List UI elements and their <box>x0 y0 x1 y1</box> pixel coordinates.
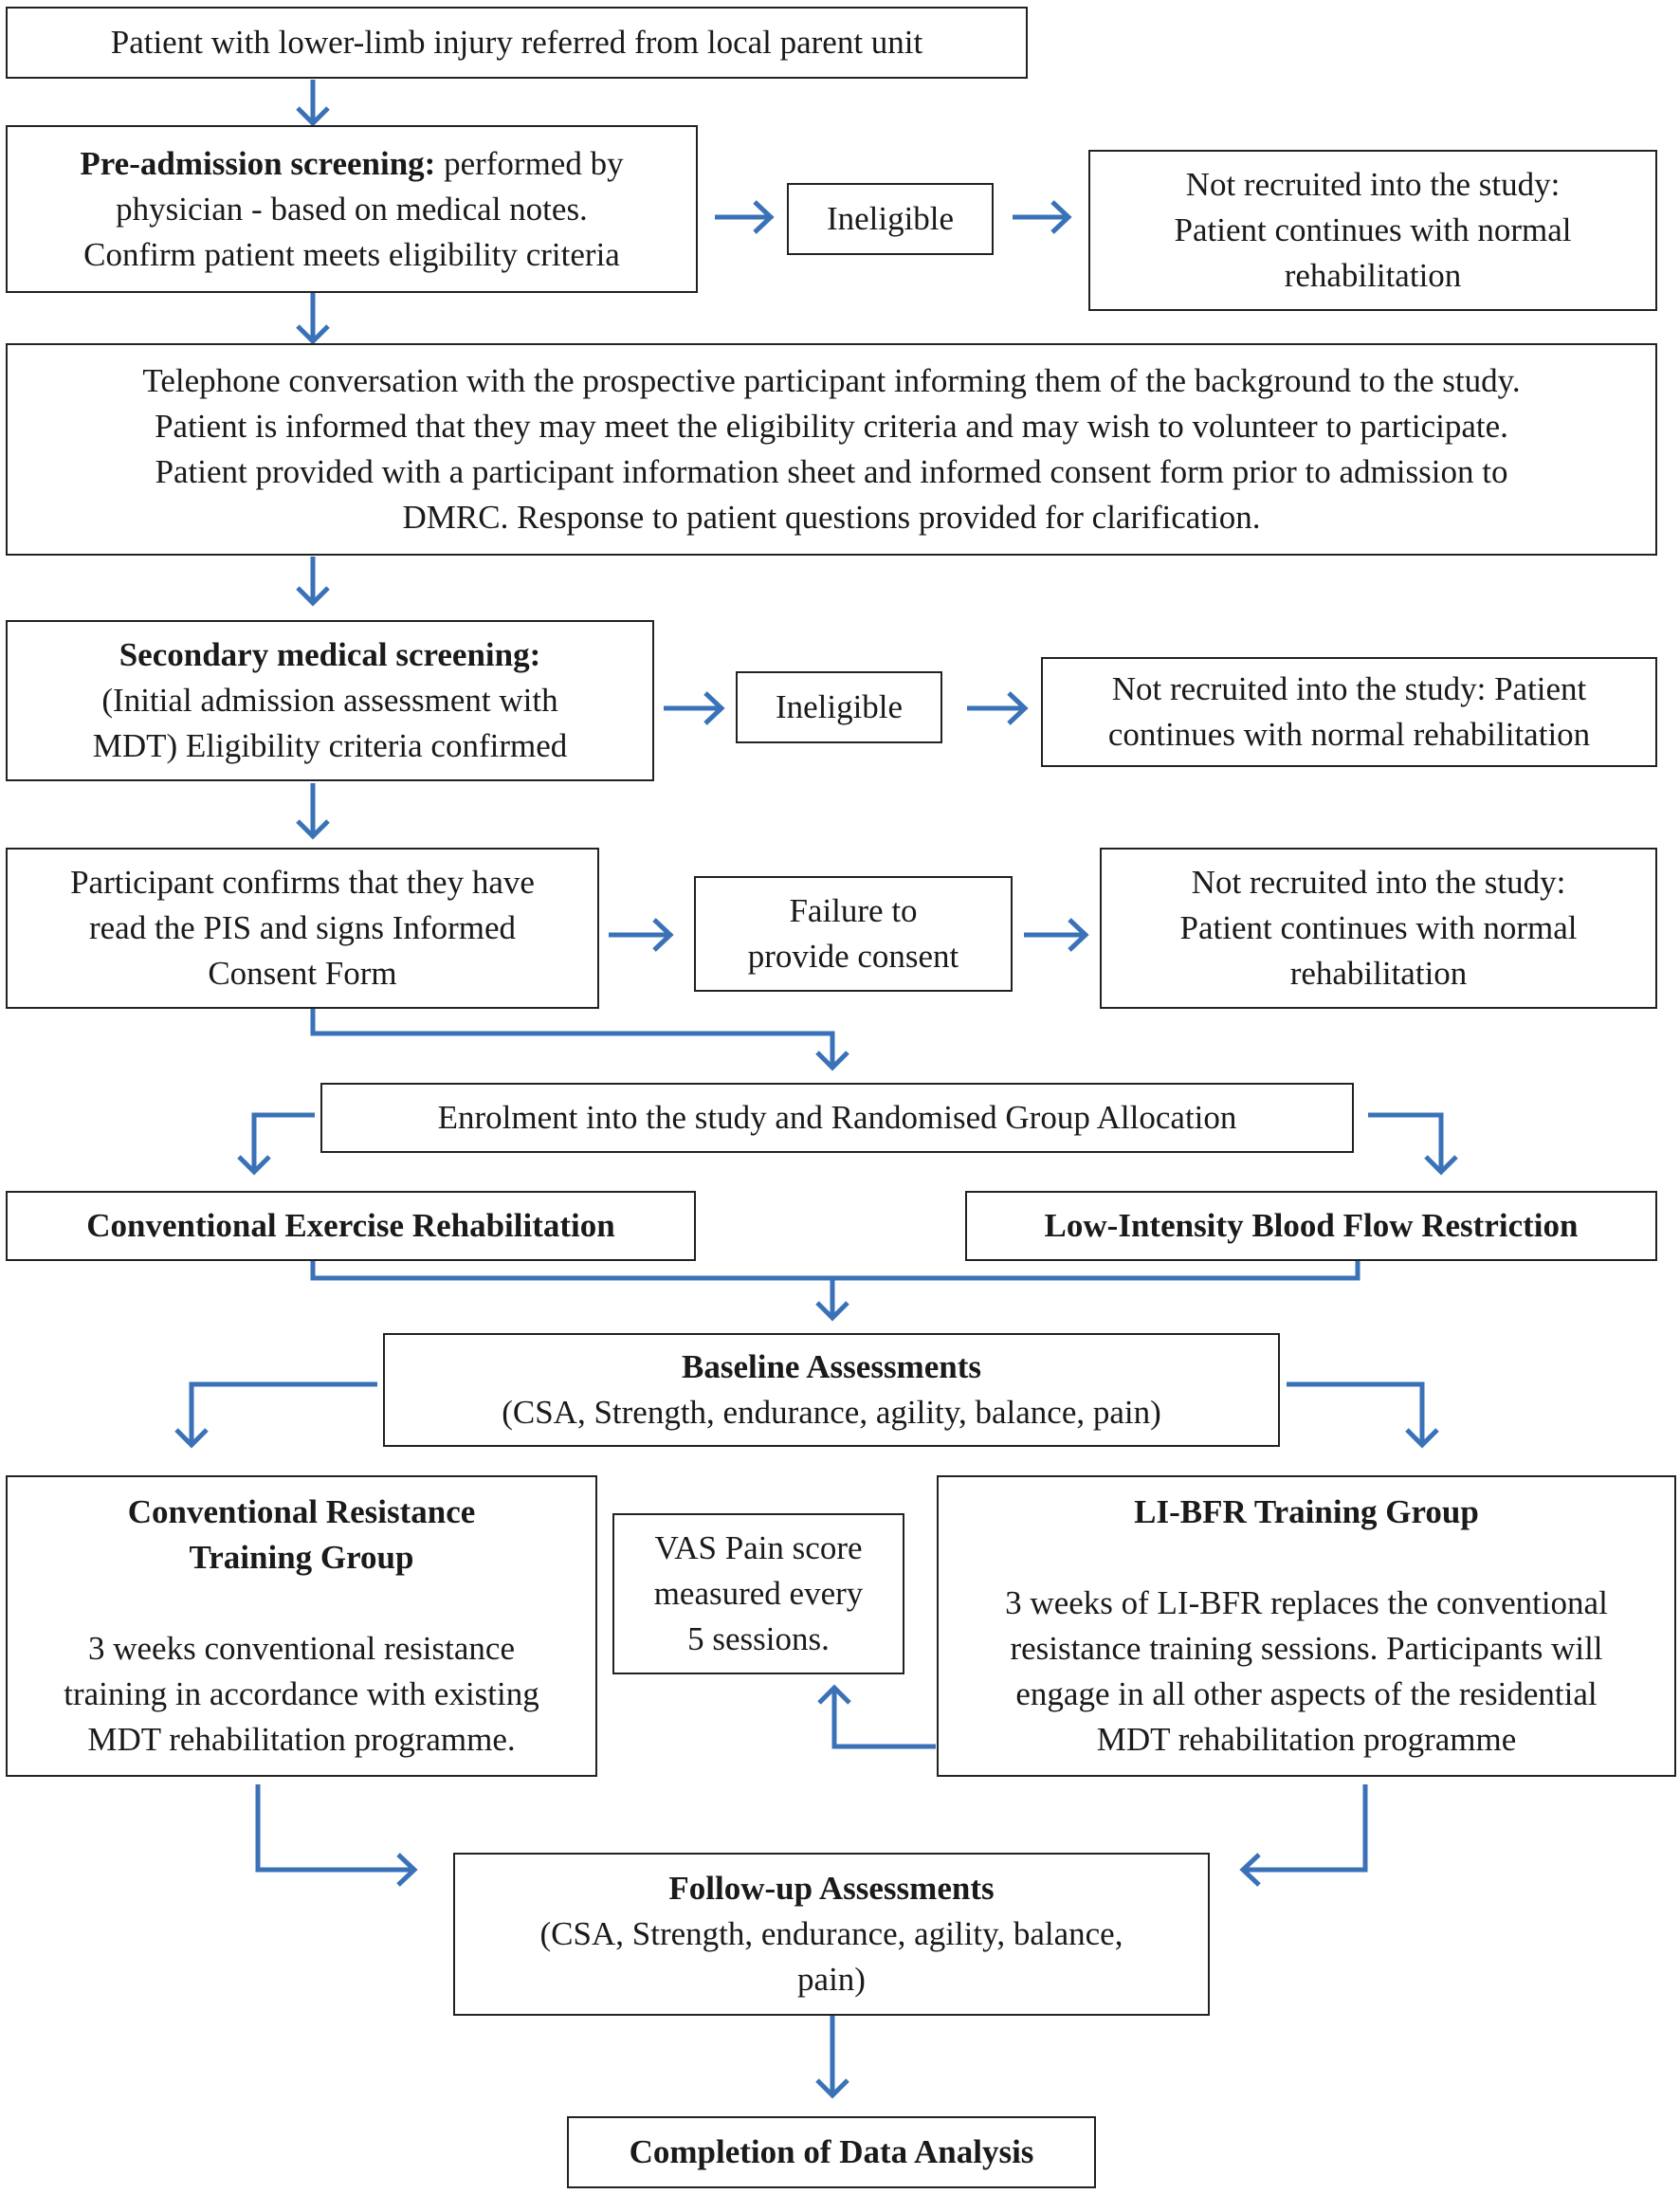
consent-box: Participant confirms that they have read… <box>6 848 599 1009</box>
referral-text: Patient with lower-limb injury referred … <box>110 24 923 61</box>
enrolment-label: Enrolment into the study and Randomised … <box>437 1099 1237 1136</box>
not-recruited-2-line-1: Not recruited into the study: Patient <box>1111 670 1587 707</box>
pre-admission-line-3: Confirm patient meets eligibility criter… <box>83 235 620 273</box>
conventional-group-heading-1: Conventional Resistance <box>127 1493 476 1530</box>
vas-line-3: 5 sessions. <box>687 1620 830 1657</box>
secondary-heading: Secondary medical screening: <box>119 636 541 673</box>
arrow-enrolment-to-conventional <box>251 1112 315 1170</box>
not-recruited-box-3: Not recruited into the study: Patient co… <box>1100 848 1657 1009</box>
not-recruited-1-line-2: Patient continues with normal <box>1174 211 1572 248</box>
secondary-screening-box: Secondary medical screening: (Initial ad… <box>6 620 654 781</box>
baseline-heading: Baseline Assessments <box>682 1348 981 1385</box>
arrow-baseline-to-libfr-group <box>1287 1381 1425 1443</box>
pre-admission-line-1: Pre-admission screening: performed by <box>80 141 623 187</box>
consent-line-1: Participant confirms that they have <box>70 864 535 901</box>
not-recruited-1-line-3: rehabilitation <box>1284 257 1462 294</box>
not-recruited-1-line-1: Not recruited into the study: <box>1185 166 1561 203</box>
ineligible-label-1: Ineligible <box>826 200 955 237</box>
arrow-enrolment-to-libfr <box>1368 1112 1444 1170</box>
failure-line-1: Failure to <box>789 892 918 929</box>
referral-box: Patient with lower-limb injury referred … <box>6 7 1028 79</box>
arrow-libfr-to-vas <box>831 1690 936 1749</box>
libfr-group-line-3: engage in all other aspects of the resid… <box>1015 1675 1598 1712</box>
vas-line-1: VAS Pain score <box>654 1529 863 1566</box>
telephone-line-3: Patient provided with a participant info… <box>155 453 1508 490</box>
not-recruited-2-line-2: continues with normal rehabilitation <box>1107 716 1591 753</box>
followup-line-1: (CSA, Strength, endurance, agility, bala… <box>539 1915 1123 1952</box>
arrow-baseline-to-conventional-group <box>189 1381 377 1443</box>
ineligible-box-2: Ineligible <box>736 671 942 743</box>
libfr-group-heading: LI-BFR Training Group <box>1134 1493 1479 1530</box>
secondary-line-1: (Initial admission assessment with <box>101 682 558 719</box>
conventional-group-line-2: training in accordance with existing <box>64 1675 539 1712</box>
arrow-arms-to-baseline <box>310 1261 1360 1316</box>
not-recruited-3-line-2: Patient continues with normal <box>1179 909 1578 946</box>
followup-assessments-box: Follow-up Assessments (CSA, Strength, en… <box>453 1853 1210 2016</box>
not-recruited-box-2: Not recruited into the study: Patient co… <box>1041 657 1657 767</box>
consent-line-2: read the PIS and signs Informed <box>88 909 517 946</box>
telephone-conversation-box: Telephone conversation with the prospect… <box>6 343 1657 556</box>
not-recruited-box-1: Not recruited into the study: Patient co… <box>1088 150 1657 311</box>
libfr-group-line-4: MDT rehabilitation programme <box>1096 1721 1517 1758</box>
arrow-libfr-to-followup <box>1244 1784 1368 1873</box>
ineligible-box-1: Ineligible <box>787 183 994 255</box>
vas-line-2: measured every <box>653 1575 864 1612</box>
telephone-line-1: Telephone conversation with the prospect… <box>142 362 1521 399</box>
pre-admission-screening-box: Pre-admission screening: performed by ph… <box>6 125 698 293</box>
arrow-consent-to-enrolment <box>310 1009 835 1066</box>
baseline-line-1: (CSA, Strength, endurance, agility, bala… <box>502 1394 1161 1431</box>
ineligible-label-2: Ineligible <box>775 688 904 725</box>
arrow-conventional-to-followup <box>255 1784 413 1873</box>
completion-box: Completion of Data Analysis <box>567 2116 1096 2188</box>
conventional-group-line-1: 3 weeks conventional resistance <box>88 1630 515 1667</box>
failure-line-2: provide consent <box>747 938 959 975</box>
vas-pain-score-box: VAS Pain score measured every 5 sessions… <box>612 1513 904 1674</box>
pre-admission-line-1-rest: performed by <box>435 144 624 182</box>
libfr-group-line-1: 3 weeks of LI-BFR replaces the conventio… <box>1005 1584 1608 1621</box>
libfr-group-box: LI-BFR Training Group 3 weeks of LI-BFR … <box>937 1475 1676 1777</box>
li-bfr-box: Low-Intensity Blood Flow Restriction <box>965 1191 1657 1261</box>
consent-line-3: Consent Form <box>208 955 397 992</box>
enrolment-box: Enrolment into the study and Randomised … <box>320 1083 1354 1153</box>
followup-line-2: pain) <box>797 1961 866 1998</box>
conventional-exercise-box: Conventional Exercise Rehabilitation <box>6 1191 696 1261</box>
baseline-assessments-box: Baseline Assessments (CSA, Strength, end… <box>383 1333 1280 1447</box>
libfr-group-line-2: resistance training sessions. Participan… <box>1010 1630 1603 1667</box>
conventional-group-box: Conventional Resistance Training Group 3… <box>6 1475 597 1777</box>
pre-admission-heading: Pre-admission screening: <box>80 144 436 182</box>
conventional-group-heading-2: Training Group <box>189 1539 414 1576</box>
not-recruited-3-line-3: rehabilitation <box>1289 955 1468 992</box>
secondary-line-2: MDT) Eligibility criteria confirmed <box>92 727 568 764</box>
li-bfr-label: Low-Intensity Blood Flow Restriction <box>1044 1207 1579 1244</box>
conventional-group-line-3: MDT rehabilitation programme. <box>87 1721 516 1758</box>
conventional-exercise-label: Conventional Exercise Rehabilitation <box>86 1207 615 1244</box>
pre-admission-line-2: physician - based on medical notes. <box>116 190 588 228</box>
telephone-line-4: DMRC. Response to patient questions prov… <box>402 499 1261 536</box>
completion-label: Completion of Data Analysis <box>629 2133 1034 2170</box>
followup-heading: Follow-up Assessments <box>668 1870 995 1907</box>
failure-to-consent-box: Failure to provide consent <box>694 876 1013 992</box>
telephone-line-2: Patient is informed that they may meet t… <box>155 408 1508 445</box>
not-recruited-3-line-1: Not recruited into the study: <box>1191 864 1566 901</box>
